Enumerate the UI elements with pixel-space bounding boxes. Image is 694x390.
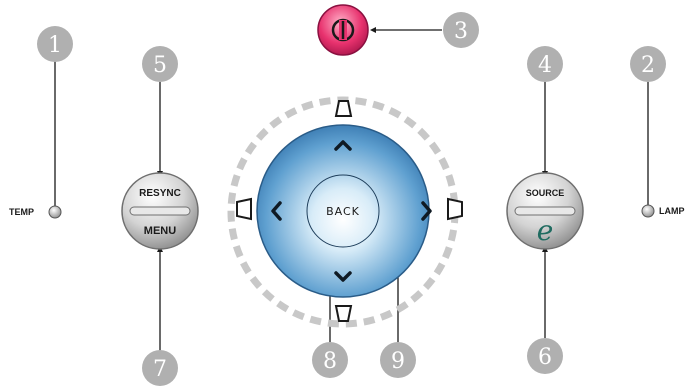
menu-label: MENU [144, 225, 176, 237]
callout-4: 4 [527, 46, 563, 82]
chevron-up-icon[interactable] [334, 140, 352, 151]
direction-markers [236, 100, 463, 322]
svg-text:7: 7 [153, 357, 167, 382]
callout-1: 1 [37, 26, 73, 62]
svg-text:1: 1 [48, 33, 62, 58]
source-label: SOURCE [526, 188, 565, 198]
svg-text:3: 3 [454, 19, 468, 44]
back-label: BACK [326, 205, 360, 218]
resync-label: RESYNC [139, 188, 181, 199]
dpad-arrows [271, 140, 432, 282]
svg-text:5: 5 [153, 53, 167, 78]
callout-7: 7 [142, 350, 178, 386]
svg-text:4: 4 [538, 53, 552, 78]
chevron-left-icon[interactable] [271, 201, 282, 221]
left-trapezoid-icon [236, 197, 252, 221]
resync-menu-divider [129, 206, 191, 216]
temp-label: TEMP [9, 207, 34, 217]
source-e-divider [514, 206, 576, 216]
down-trapezoid-icon [334, 305, 353, 322]
svg-text:6: 6 [538, 345, 552, 370]
callouts: 1 2 3 4 5 6 7 8 [37, 12, 666, 386]
e-key-icon: e [537, 214, 554, 247]
lamp-led-icon [641, 204, 655, 218]
callout-3: 3 [443, 12, 479, 48]
chevron-right-icon[interactable] [421, 201, 432, 221]
svg-text:2: 2 [641, 53, 655, 78]
back-button[interactable] [306, 174, 380, 248]
up-trapezoid-icon [334, 100, 353, 117]
svg-text:9: 9 [391, 349, 405, 374]
leader-lines [54, 29, 649, 352]
power-icon [331, 18, 355, 42]
callout-2: 2 [630, 46, 666, 82]
callout-5: 5 [142, 46, 178, 82]
callout-6: 6 [527, 338, 563, 374]
svg-text:8: 8 [323, 349, 337, 374]
callout-8: 8 [312, 342, 348, 378]
right-trapezoid-icon [447, 197, 463, 221]
chevron-down-icon[interactable] [334, 271, 352, 282]
callout-9: 9 [380, 342, 416, 378]
temp-led-icon [48, 205, 62, 219]
arrow-tip-3 [370, 27, 376, 33]
lamp-label: LAMP [659, 206, 685, 216]
